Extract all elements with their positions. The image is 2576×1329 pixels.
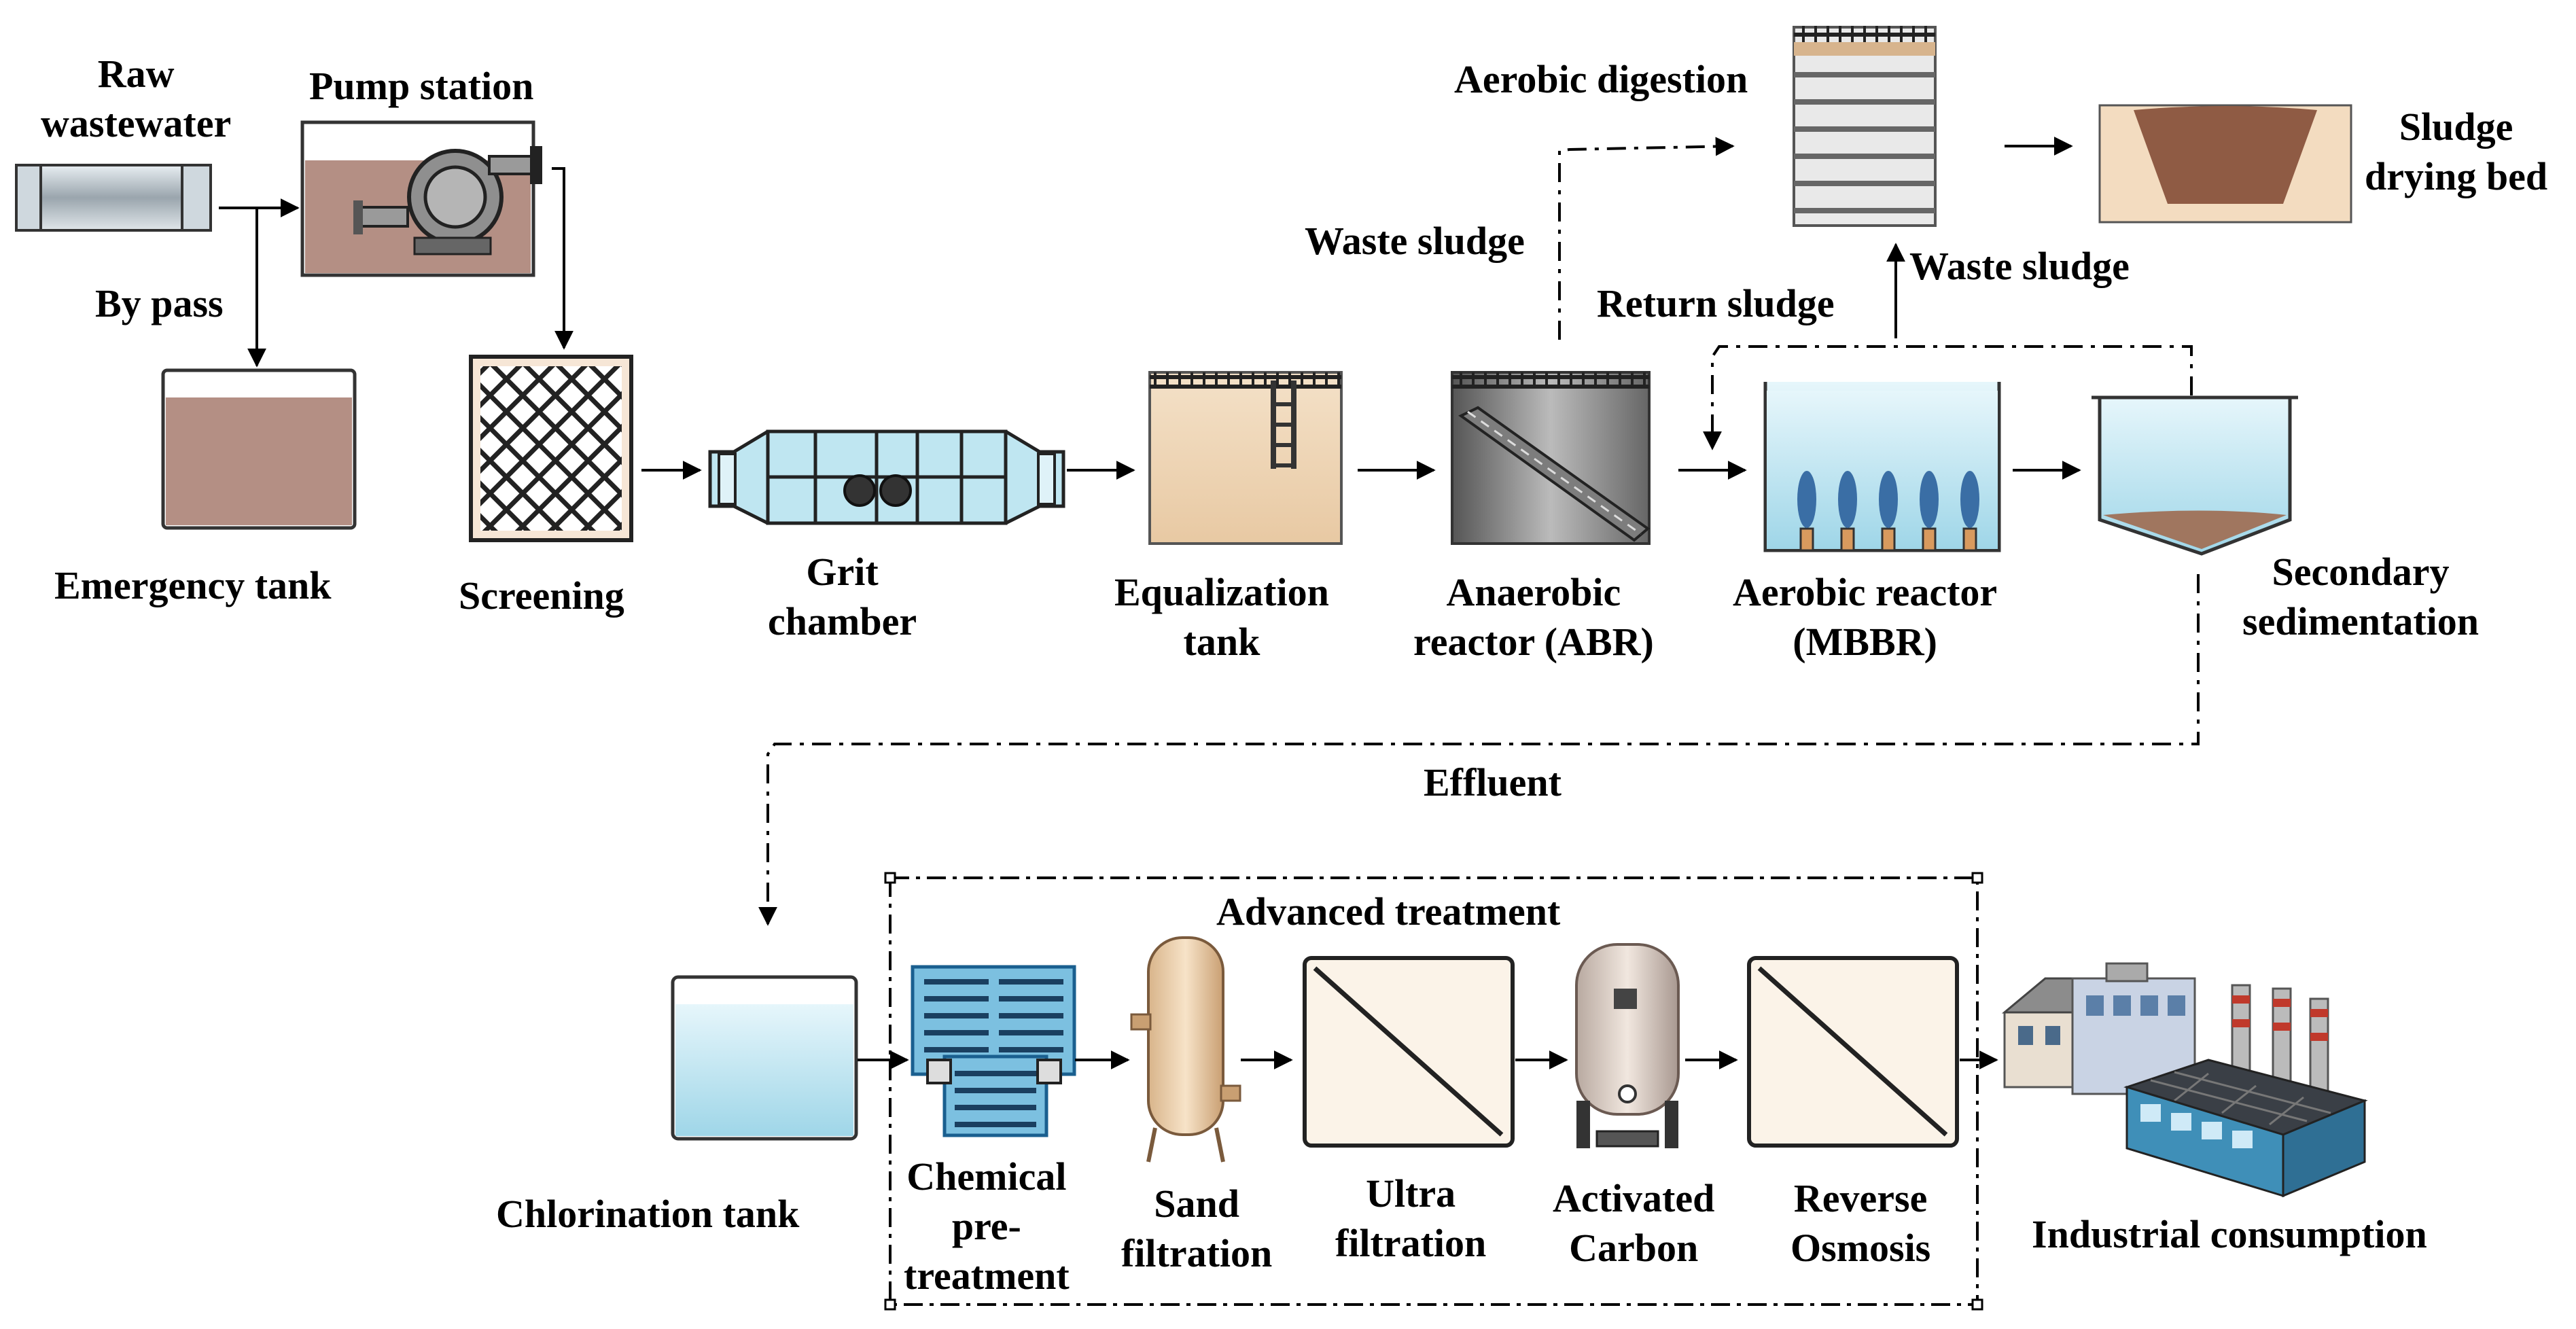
pump-station-icon <box>300 120 542 277</box>
return-sludge-label: Return sludge <box>1597 281 1835 325</box>
secondary-sedimentation-icon <box>2092 395 2298 556</box>
aerobic-digestion-icon <box>1793 26 1937 227</box>
emergency-tank-icon <box>161 368 357 530</box>
emergency-tank-label: Emergency tank <box>54 563 332 607</box>
chlorination-tank-icon <box>671 975 858 1141</box>
aerobic-digestion-label: Aerobic digestion <box>1454 57 1748 101</box>
waste-sludge-right-label: Waste sludge <box>1909 244 2130 288</box>
advanced-treatment-frame <box>884 872 1983 1311</box>
aerobic-reactor-icon <box>1763 382 2001 552</box>
sludge-drying-bed-icon <box>2098 104 2352 224</box>
chemical-pretreatment-icon <box>911 965 1076 1137</box>
activated-carbon-icon <box>1575 943 1680 1148</box>
pump-station-label: Pump station <box>309 64 534 108</box>
chlorination-tank-label: Chlorination tank <box>496 1192 800 1236</box>
effluent-label: Effluent <box>1424 760 1562 804</box>
raw-wastewater-pipe-icon <box>15 164 212 232</box>
industrial-plant-icon <box>2001 962 2368 1198</box>
flow-connectors <box>219 137 2081 1069</box>
waste-sludge-left-label: Waste sludge <box>1305 219 1525 263</box>
screening-icon <box>469 355 633 542</box>
sand-filtration-icon <box>1130 936 1241 1163</box>
screening-label: Screening <box>459 573 624 618</box>
by-pass-label: By pass <box>95 281 224 325</box>
advanced-treatment-label: Advanced treatment <box>1216 889 1561 934</box>
aerobic-reactor-label: Aerobic reactor(MBBR) <box>1733 570 1998 664</box>
anaerobic-reactor-icon <box>1451 371 1651 545</box>
dashed-connectors <box>758 137 2200 926</box>
equalization-tank-icon <box>1148 371 1343 545</box>
ultra-filtration-icon <box>1303 956 1515 1148</box>
industrial-consumption-label: Industrial consumption <box>2032 1212 2427 1256</box>
reverse-osmosis-icon <box>1747 956 1959 1148</box>
grit-chamber-icon <box>708 429 1065 525</box>
